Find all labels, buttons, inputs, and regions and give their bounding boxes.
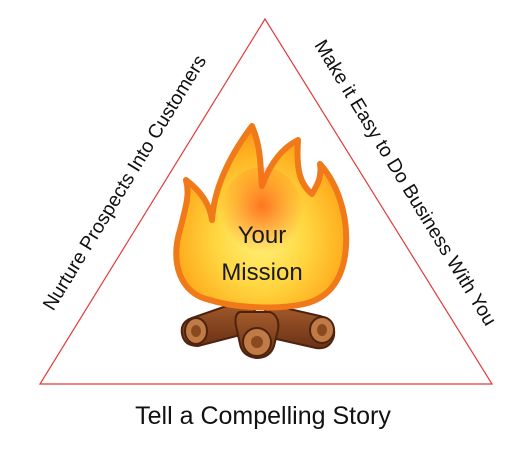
flame — [173, 123, 350, 311]
right-side-label: Make it Easy to Do Business With You — [310, 36, 501, 330]
center-label-line2: Mission — [221, 259, 302, 286]
center-label-line1: Your — [238, 222, 287, 249]
campfire-icon: Your Mission — [173, 123, 350, 360]
triangle-outline — [38, 17, 494, 385]
bottom-label: Tell a Compelling Story — [135, 402, 391, 430]
fire-logs — [180, 300, 336, 360]
